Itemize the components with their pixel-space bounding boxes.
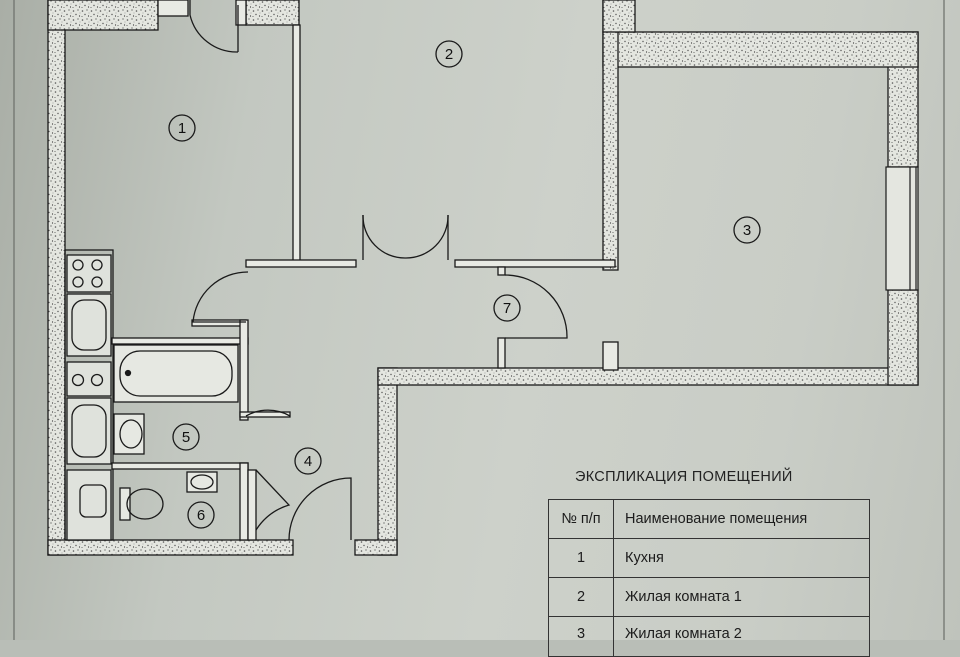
explication-table: № п/п Наименование помещения 1 Кухня 2 Ж… (548, 499, 870, 657)
window (885, 166, 919, 291)
explication-title: ЭКСПЛИКАЦИЯ ПОМЕЩЕНИЙ (575, 469, 793, 485)
exterior-walls (47, 0, 919, 556)
kitchen-equipment (66, 254, 112, 541)
room-marker-6: 6 (187, 501, 215, 529)
room-labels: 1 2 3 4 5 6 7 (168, 40, 761, 529)
room-marker-3: 3 (733, 216, 761, 244)
room-marker-4: 4 (294, 447, 322, 475)
sheet-border (13, 0, 945, 640)
table-row: 1 Кухня (548, 538, 870, 578)
room-marker-1: 1 (168, 114, 196, 142)
floor-plan: 1 2 3 4 5 6 7 (13, 0, 945, 640)
room-number-2: 2 (445, 46, 453, 63)
row-number: 2 (548, 577, 614, 617)
row-number: 1 (548, 538, 614, 578)
table-row: 3 Жилая комната 2 (548, 616, 870, 657)
room-marker-7: 7 (493, 294, 521, 322)
room-number-1: 1 (178, 120, 186, 137)
table-header-row: № п/п Наименование помещения (548, 499, 870, 539)
room-number-7: 7 (503, 300, 511, 317)
header-name: Наименование помещения (613, 499, 870, 539)
bath-fixtures (113, 344, 239, 521)
room-number-4: 4 (304, 453, 312, 470)
row-name: Кухня (613, 538, 870, 578)
room-marker-2: 2 (435, 40, 463, 68)
interior-walls (64, 0, 619, 541)
row-name: Жилая комната 1 (613, 577, 870, 617)
header-number: № п/п (548, 499, 614, 539)
room-number-3: 3 (743, 222, 751, 239)
room-number-6: 6 (197, 507, 205, 524)
room-marker-5: 5 (172, 423, 200, 451)
row-name: Жилая комната 2 (613, 616, 870, 657)
door-swings (189, 0, 568, 541)
row-number: 3 (548, 616, 614, 657)
room-number-5: 5 (182, 429, 190, 446)
table-row: 2 Жилая комната 1 (548, 577, 870, 617)
